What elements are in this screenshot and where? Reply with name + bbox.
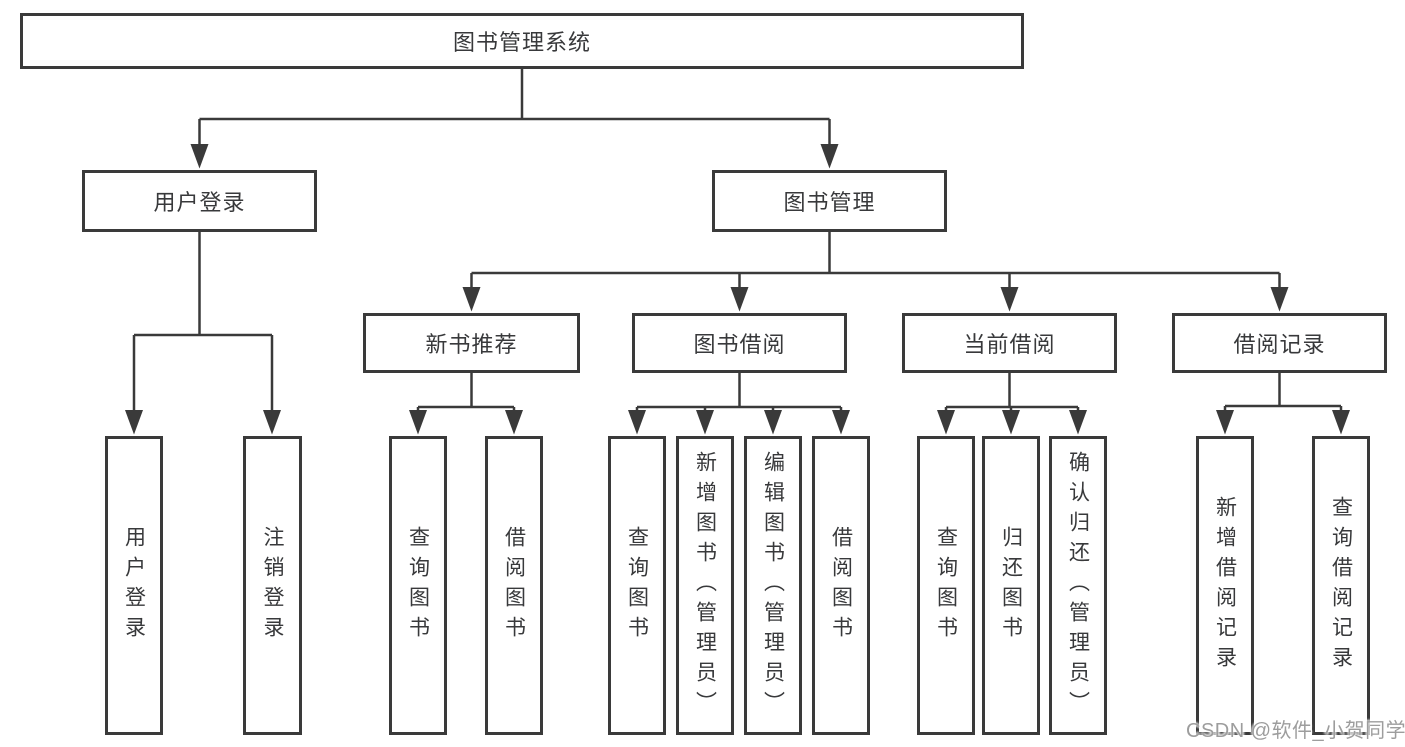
leaf-confirm-return-admin: 确认归还（管理员） [1049,436,1107,735]
leaf-user-login: 用户登录 [105,436,163,735]
node-label: 查询图书 [625,525,649,646]
leaf-borrow-books: 借阅图书 [812,436,870,735]
node-label: 查询借阅记录 [1329,495,1353,676]
node-book-borrowing: 图书借阅 [632,313,847,373]
leaf-logout: 注销登录 [243,436,302,735]
node-label: 新增借阅记录 [1213,495,1237,676]
node-library-management-system: 图书管理系统 [20,13,1024,69]
node-label: 图书借阅 [693,332,786,357]
node-label: 当前借阅 [963,332,1056,357]
leaf-query-books-recommend: 查询图书 [389,436,447,735]
node-label: 归还图书 [999,525,1023,646]
node-new-book-recommendation: 新书推荐 [363,313,580,373]
node-book-management: 图书管理 [712,170,947,232]
node-label: 用户登录 [122,525,146,646]
node-label: 注销登录 [261,525,284,646]
node-label: 用户登录 [153,190,246,215]
node-label: 编辑图书（管理员） [761,450,785,721]
csdn-watermark: CSDN @软件_小贺同学 [1186,720,1405,742]
node-label: 确认归还（管理员） [1066,450,1090,721]
node-borrowing-records: 借阅记录 [1172,313,1387,373]
node-current-borrowing: 当前借阅 [902,313,1117,373]
node-label: 借阅图书 [502,525,526,646]
node-user-login: 用户登录 [82,170,317,232]
node-label: 查询图书 [934,525,958,646]
leaf-edit-books-admin: 编辑图书（管理员） [744,436,802,735]
leaf-borrow-books-recommend: 借阅图书 [485,436,543,735]
node-label: 借阅记录 [1233,332,1326,357]
node-label: 新增图书（管理员） [693,450,717,721]
node-label: 新书推荐 [425,332,518,357]
leaf-add-borrowing-record: 新增借阅记录 [1196,436,1254,735]
leaf-query-books-current: 查询图书 [917,436,975,735]
leaf-return-books: 归还图书 [982,436,1040,735]
leaf-query-borrowing-record: 查询借阅记录 [1312,436,1370,735]
node-label: 借阅图书 [829,525,853,646]
node-label: 图书管理 [783,190,876,215]
node-label: 图书管理系统 [452,30,591,55]
leaf-add-books-admin: 新增图书（管理员） [676,436,734,735]
leaf-query-books-borrowing: 查询图书 [608,436,666,735]
node-label: 查询图书 [406,525,430,646]
